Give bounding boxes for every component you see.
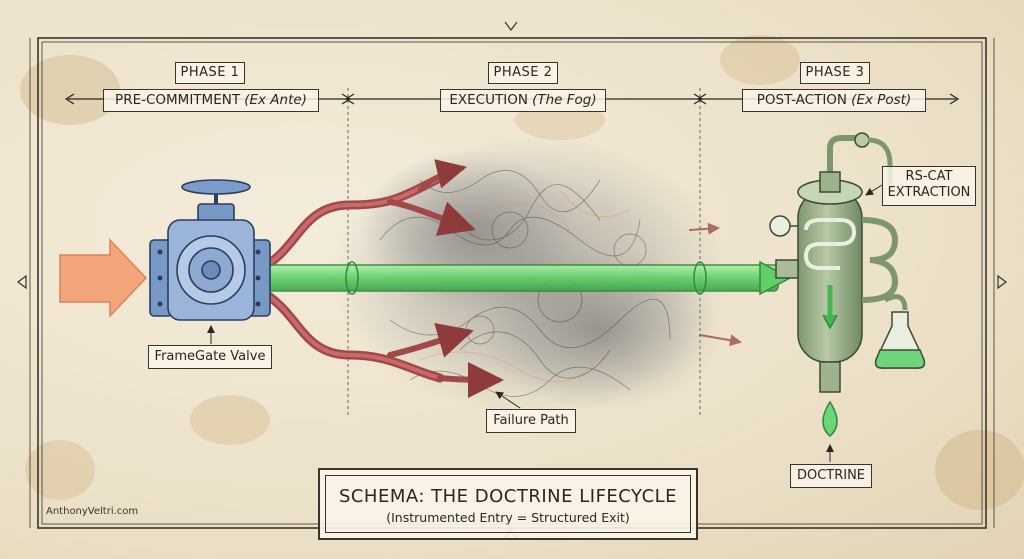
phase-3-number: PHASE 3	[800, 62, 870, 84]
extraction-label-line1: RS-CAT	[905, 169, 953, 184]
success-pipe	[257, 260, 792, 296]
phase-1-qualifier: (Ex Ante)	[244, 92, 307, 108]
valve-label: FrameGate Valve	[148, 345, 272, 369]
title-block: SCHEMA: THE DOCTRINE LIFECYCLE (Instrume…	[318, 468, 698, 540]
title-inner-frame: SCHEMA: THE DOCTRINE LIFECYCLE (Instrume…	[325, 475, 691, 533]
failure-paths	[253, 159, 742, 398]
diagram-title: SCHEMA: THE DOCTRINE LIFECYCLE	[338, 486, 678, 507]
failure-path-label: Failure Path	[486, 409, 576, 433]
paper-stains	[20, 35, 1024, 510]
rs-cat-distiller-drawing	[769, 132, 899, 437]
extraction-label-line2: EXTRACTION	[887, 184, 971, 200]
extraction-label: RS-CAT EXTRACTION	[882, 166, 976, 206]
top-marker	[504, 21, 518, 31]
input-arrow	[59, 238, 148, 318]
border-ticks	[29, 38, 995, 528]
phase-2-number-text: PHASE 2	[493, 65, 553, 80]
phase-2-name-text: EXECUTION	[449, 92, 528, 108]
doctrine-label: DOCTRINE	[790, 464, 872, 488]
valve-label-text: FrameGate Valve	[154, 349, 266, 364]
phase-2-qualifier: (The Fog)	[532, 92, 597, 108]
diagram-subtitle: (Instrumented Entry = Structured Exit)	[386, 510, 630, 525]
doctrine-label-text: DOCTRINE	[796, 468, 866, 483]
phase-1-name: PRE-COMMITMENT (Ex Ante)	[103, 89, 319, 112]
flask-drawing	[874, 294, 926, 369]
phase-2-name: EXECUTION (The Fog)	[440, 89, 606, 112]
phase-3-name: POST-ACTION (Ex Post)	[742, 89, 926, 112]
credit-text: AnthonyVeltri.com	[46, 506, 139, 517]
failure-path-label-text: Failure Path	[493, 413, 569, 428]
phase-3-name-text: POST-ACTION	[756, 92, 848, 108]
phase-1-name-text: PRE-COMMITMENT	[115, 92, 241, 108]
phase-1-number-text: PHASE 1	[180, 65, 240, 80]
phase-1-number: PHASE 1	[175, 62, 245, 84]
phase-3-number-text: PHASE 3	[805, 65, 865, 80]
framegate-valve-drawing	[149, 179, 271, 321]
phase-3-qualifier: (Ex Post)	[851, 92, 912, 108]
phase-2-number: PHASE 2	[488, 62, 558, 84]
